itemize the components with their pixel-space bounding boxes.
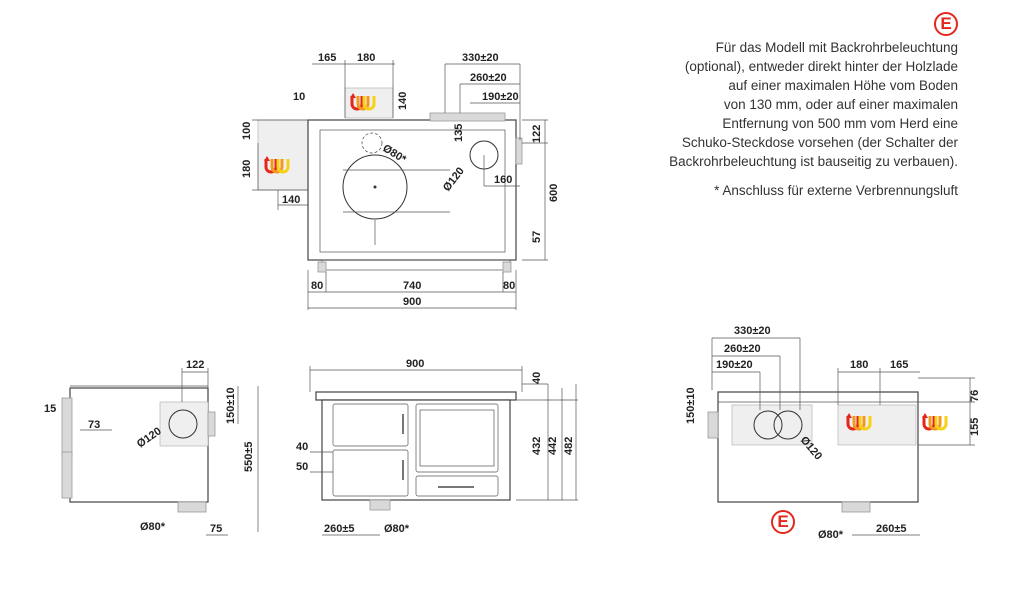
phi-80: Ø80* xyxy=(140,521,166,533)
dim-135: 135 xyxy=(453,124,465,142)
dim-40-top: 40 xyxy=(531,372,543,384)
dim-482: 482 xyxy=(563,437,575,455)
phi-80: Ø80* xyxy=(818,529,844,541)
dim-100: 100 xyxy=(241,122,253,140)
note-line: von 130 mm, oder auf einer maximalen xyxy=(723,97,958,112)
dim-122: 122 xyxy=(531,125,543,143)
installation-note: Für das Modell mit Backrohrbeleuchtung (… xyxy=(598,38,958,200)
dim-190: 190±20 xyxy=(482,91,519,103)
dim-73: 73 xyxy=(88,419,100,431)
dim-80-left: 80 xyxy=(311,280,323,292)
dim-165: 165 xyxy=(890,359,908,371)
dim-190: 190±20 xyxy=(716,359,753,371)
dim-180: 180 xyxy=(850,359,868,371)
note-line: Backrohrbeleuchtung ist bauseitig zu ver… xyxy=(669,154,958,169)
dim-260: 260±5 xyxy=(324,523,355,535)
note-line: Schuko-Steckdose vorsehen (der Schalter … xyxy=(681,135,958,150)
wood-drawer xyxy=(415,475,499,497)
marker-e-icon: E xyxy=(934,12,958,36)
dim-900: 900 xyxy=(403,296,421,308)
dim-442: 442 xyxy=(547,437,559,455)
oven-door xyxy=(415,403,499,473)
dim-740: 740 xyxy=(403,280,421,292)
flue-outlet-120 xyxy=(168,409,198,439)
dim-260: 260±20 xyxy=(724,343,761,355)
dim-260-b: 260±5 xyxy=(876,523,907,535)
note-line: Entfernung von 500 mm vom Herd eine xyxy=(722,116,958,131)
socket-icon xyxy=(920,411,948,431)
dim-75: 75 xyxy=(210,523,222,535)
dim-330: 330±20 xyxy=(734,325,771,337)
note-line: auf einer maximalen Höhe vom Boden xyxy=(728,78,958,93)
dim-260: 260±20 xyxy=(470,72,507,84)
dim-180: 180 xyxy=(357,52,375,64)
dim-160: 160 xyxy=(494,174,512,186)
dim-600: 600 xyxy=(548,184,560,202)
dim-80-right: 80 xyxy=(503,280,515,292)
dim-150: 150±10 xyxy=(685,387,697,424)
flue-outlet-120 xyxy=(753,410,783,440)
dim-140-side: 140 xyxy=(282,194,300,206)
dim-550: 550±5 xyxy=(243,441,255,472)
footnote: * Anschluss für externe Verbrennungsluft xyxy=(714,183,958,198)
dim-15: 15 xyxy=(44,403,56,415)
air-inlet-80 xyxy=(361,132,383,154)
phi-80: Ø80* xyxy=(384,523,410,535)
side-view: 122 15 73 150±10 Ø120 550±5 Ø80* 75 xyxy=(44,359,259,536)
rear-view: 330±20 260±20 190±20 150±10 Ø120 180 165… xyxy=(685,325,981,541)
front-view: 900 40 40 50 432 442 482 260±5 Ø80* xyxy=(296,358,578,536)
dim-140: 140 xyxy=(397,92,409,110)
dim-900: 900 xyxy=(406,358,424,370)
marker-e-icon: E xyxy=(771,510,795,534)
dim-10: 10 xyxy=(293,91,305,103)
dim-155: 155 xyxy=(969,418,981,436)
dim-150: 150±10 xyxy=(225,387,237,424)
dim-57: 57 xyxy=(531,231,543,243)
top-view: 165 180 10 140 100 180 140 330±20 260±20… xyxy=(241,52,560,310)
dim-165: 165 xyxy=(318,52,336,64)
hotplate-large xyxy=(342,154,408,220)
dim-76: 76 xyxy=(969,390,981,402)
dim-40: 40 xyxy=(296,441,308,453)
dim-432: 432 xyxy=(531,437,543,455)
note-line: (optional), entweder direkt hinter der H… xyxy=(684,59,958,74)
dim-330: 330±20 xyxy=(462,52,499,64)
dim-180-vertical: 180 xyxy=(241,160,253,178)
dim-50: 50 xyxy=(296,461,308,473)
note-line: Für das Modell mit Backrohrbeleuchtung xyxy=(715,40,958,55)
dim-122: 122 xyxy=(186,359,204,371)
